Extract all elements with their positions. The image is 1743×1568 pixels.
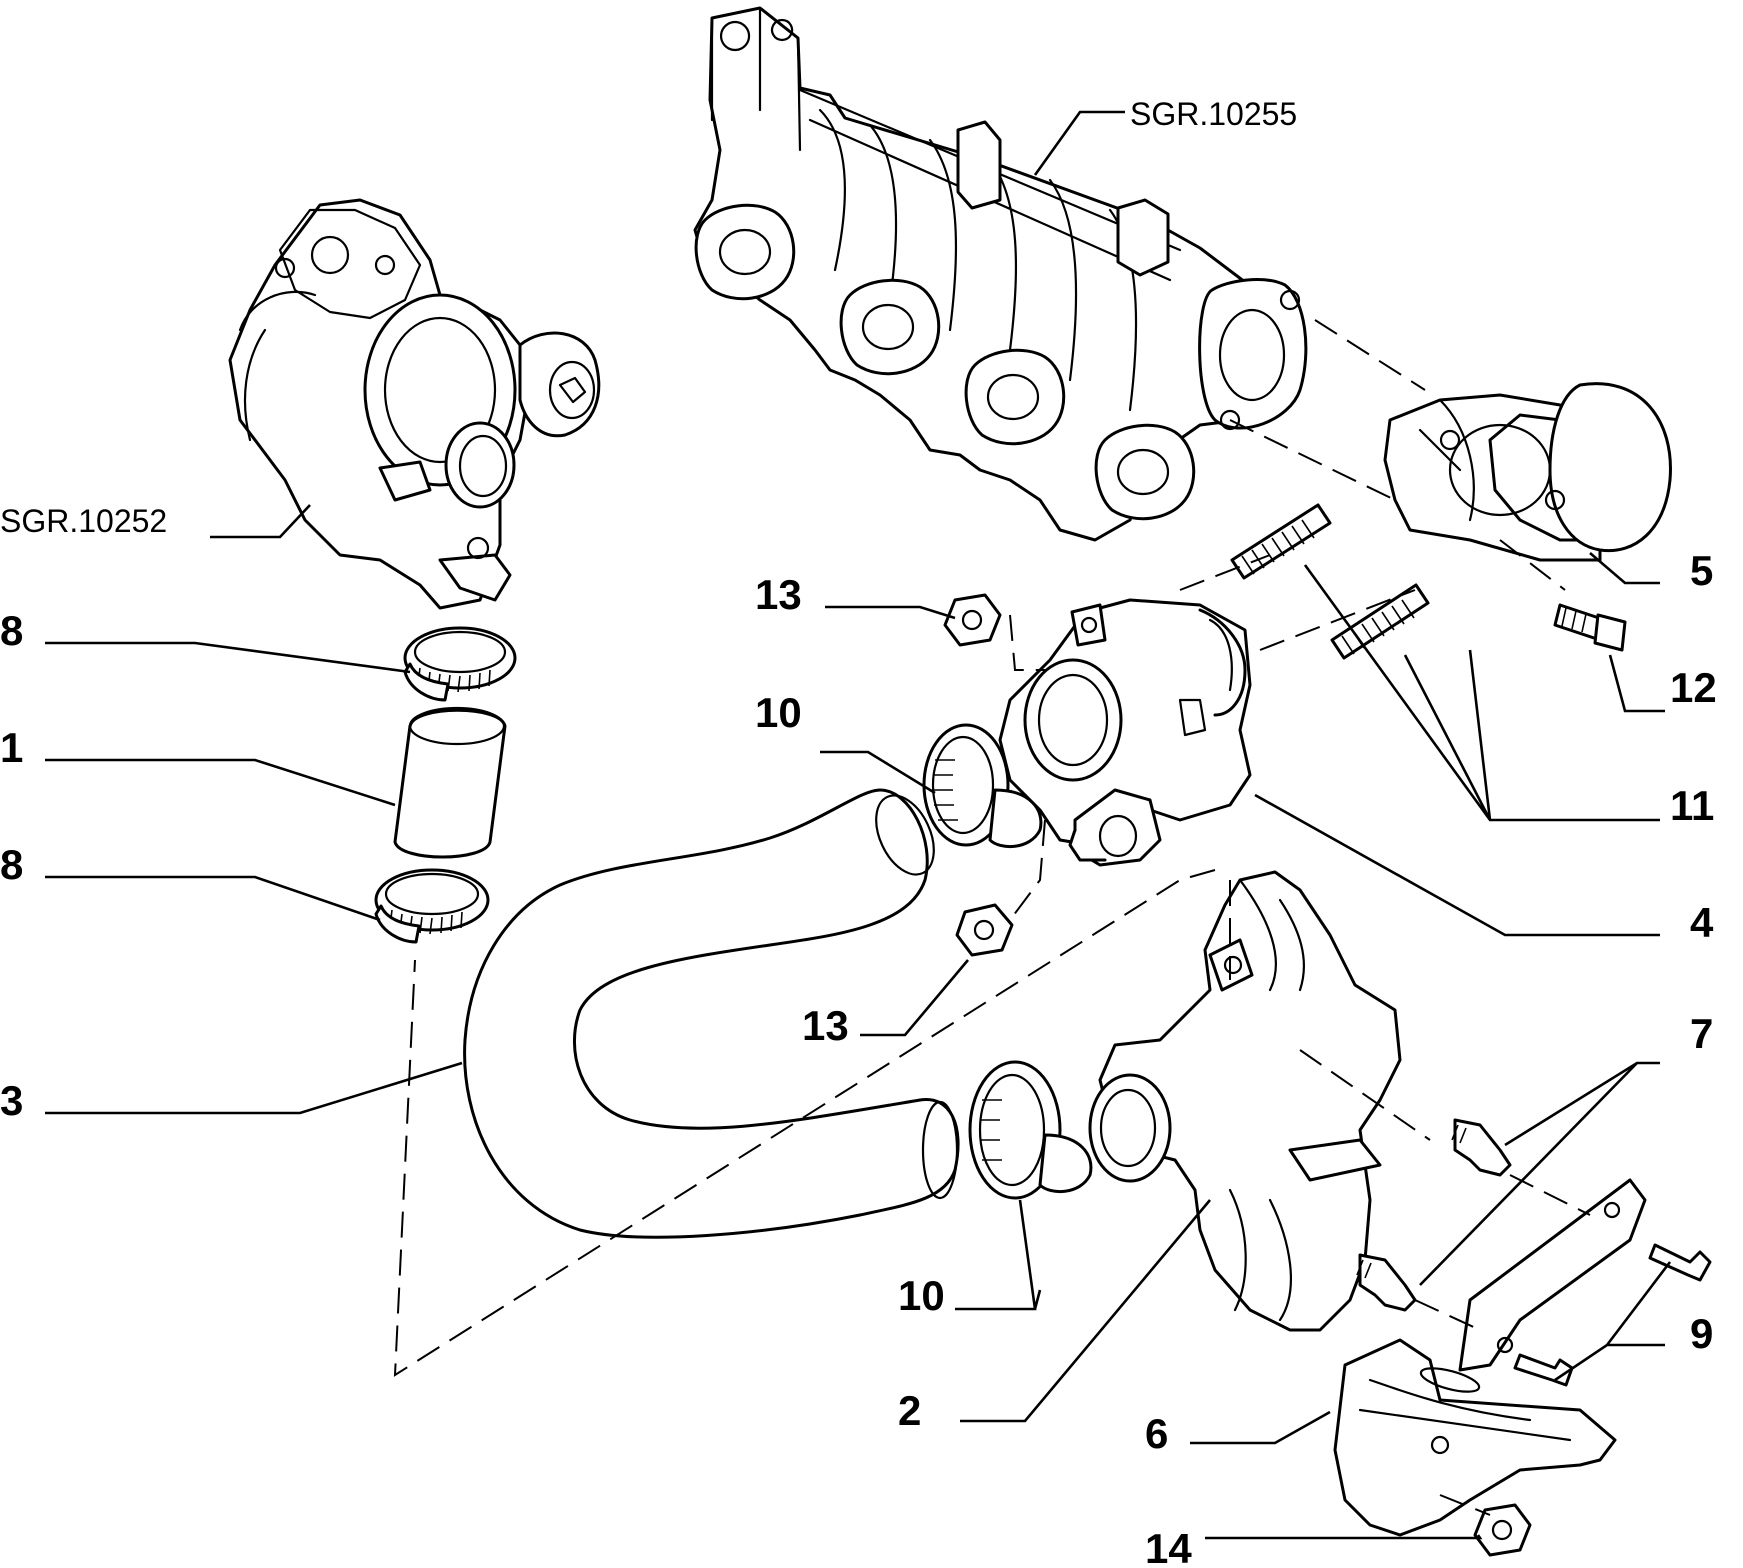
stud-upper xyxy=(1230,503,1332,580)
support-bracket xyxy=(1333,1178,1647,1537)
callout-12: 12 xyxy=(1670,664,1717,711)
callout-1: 1 xyxy=(0,724,23,771)
stud-lower xyxy=(1330,583,1430,660)
nut-lower xyxy=(955,903,1014,957)
intake-pipe xyxy=(1088,870,1402,1332)
manifold-reference-leader xyxy=(1033,110,1125,176)
nut-14 xyxy=(1473,1503,1532,1557)
callout-13-upper: 13 xyxy=(755,571,802,618)
callout-13-lower: 13 xyxy=(802,1002,849,1049)
bolt-7-upper xyxy=(1451,1118,1512,1177)
hose-clamp-upper xyxy=(403,626,517,702)
hose-clamp-lower xyxy=(374,868,490,944)
turbocharger-reference-leader xyxy=(210,504,311,539)
callout-10-upper: 10 xyxy=(755,689,802,736)
bolt-7-lower xyxy=(1356,1253,1417,1312)
callout-8-upper: 8 xyxy=(0,607,23,654)
callout-leaders xyxy=(45,552,1672,1540)
callout-9: 9 xyxy=(1690,1310,1713,1357)
bolt-12 xyxy=(1553,603,1627,652)
callout-4: 4 xyxy=(1690,899,1714,946)
turbocharger xyxy=(228,198,601,610)
callout-5: 5 xyxy=(1690,547,1713,594)
callout-8-lower: 8 xyxy=(0,841,23,888)
screw-9-upper xyxy=(1648,1243,1712,1282)
intercooler-hose xyxy=(463,788,960,1239)
callout-11: 11 xyxy=(1670,782,1714,829)
callout-6: 6 xyxy=(1145,1410,1168,1457)
callout-3: 3 xyxy=(0,1077,23,1124)
screw-9-lower xyxy=(1513,1353,1574,1387)
callout-10-lower: 10 xyxy=(898,1272,945,1319)
outlet-elbow xyxy=(998,598,1252,867)
callout-7: 7 xyxy=(1690,1010,1713,1057)
hose-clamp-lower-10 xyxy=(968,1060,1093,1200)
manifold-reference: SGR.10255 xyxy=(1130,96,1297,132)
assembly-lines xyxy=(393,319,1591,1516)
callout-numbers: 8 1 8 3 13 10 13 10 2 6 14 5 12 11 4 7 9 xyxy=(0,547,1717,1568)
hose-clamp-upper-10 xyxy=(922,723,1043,849)
sleeve xyxy=(393,706,507,859)
intake-manifold xyxy=(693,6,1308,542)
nut-upper xyxy=(943,593,1002,647)
callout-14: 14 xyxy=(1145,1525,1192,1568)
adapter-flange xyxy=(1383,382,1672,562)
callout-2: 2 xyxy=(898,1387,921,1434)
turbocharger-reference: SGR.10252 xyxy=(0,503,167,539)
